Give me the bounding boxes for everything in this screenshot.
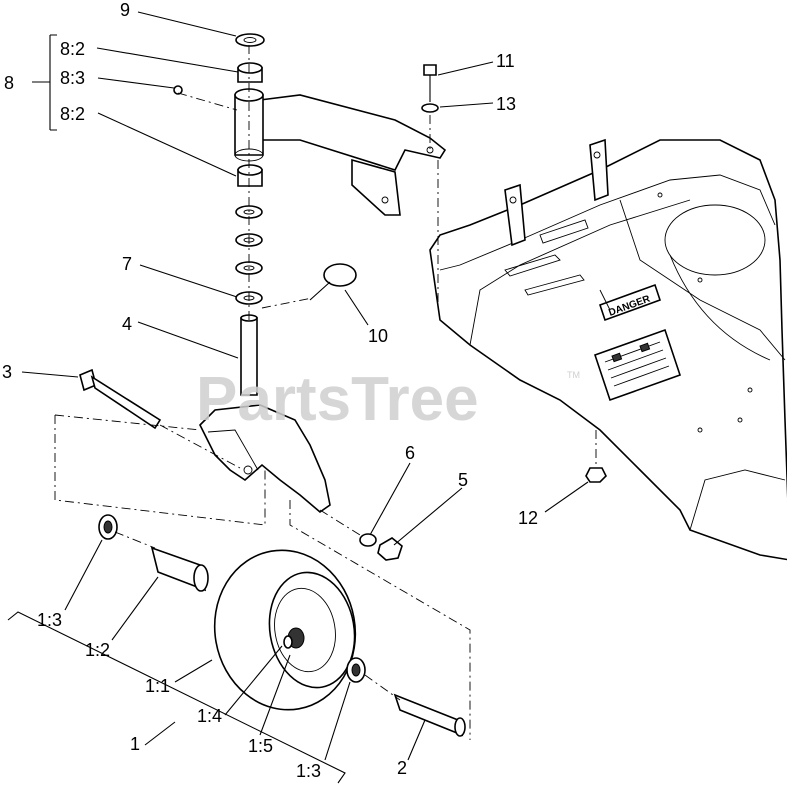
callout-1-4: 1:4 [197,706,222,726]
callout-11: 11 [496,51,515,71]
callout-3: 3 [2,362,12,382]
callout-6: 6 [405,443,415,463]
callout-8-2-upper: 8:2 [60,39,85,59]
deck-washer [421,103,439,113]
wheel-assembly [98,514,466,737]
washer [359,533,377,547]
axle-bolt [79,368,162,430]
watermark-tm: TM [567,370,580,380]
callout-8: 8 [4,73,14,93]
callout-1: 1 [130,734,140,754]
deck-nut [585,467,607,483]
callout-1-1: 1:1 [145,676,170,696]
lynch-pin [309,263,357,301]
callout-1-3-right: 1:3 [296,761,321,781]
callout-1-3-left: 1:3 [37,610,62,630]
caster-fork [199,404,331,514]
deck-bolt [423,64,437,76]
watermark: PartsTree [196,365,479,434]
mower-deck: DANGER [429,138,787,561]
callout-4: 4 [122,314,132,334]
callout-7: 7 [122,254,132,274]
caster-mount-arm [259,94,447,216]
callout-1-2: 1:2 [85,640,110,660]
callout-13: 13 [496,94,516,114]
warning-label [593,328,682,402]
leader-lines [7,11,589,784]
callout-5: 5 [458,470,468,490]
spindle-stack [173,33,265,396]
callout-1-5: 1:5 [248,736,273,756]
callout-2: 2 [397,758,407,778]
callout-8-3: 8:3 [60,68,85,88]
assembly-lines [54,92,597,740]
callout-9: 9 [120,0,130,20]
callout-12: 12 [518,508,538,528]
callout-labels: 9 8 8:2 8:3 8:2 11 13 7 10 4 3 6 5 12 1:… [2,0,538,781]
callout-10: 10 [368,326,388,346]
callout-8-2-lower: 8:2 [60,104,85,124]
